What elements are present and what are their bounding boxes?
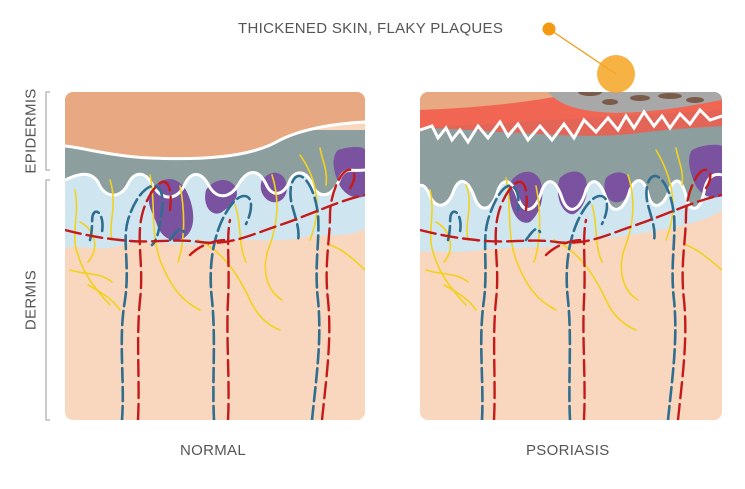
dermis-label: DERMIS <box>22 269 40 331</box>
blood-vessels-venous <box>446 174 677 420</box>
callout-label: THICKENED SKIN, FLAKY PLAQUES <box>238 20 504 37</box>
blood-vessels-venous <box>88 174 321 420</box>
flaky-plaque <box>548 92 722 113</box>
plaque-highlight <box>597 55 635 93</box>
psoriasis-skin-panel <box>420 92 722 420</box>
melanocyte <box>333 147 365 198</box>
nerve-fibers <box>69 147 365 331</box>
normal-caption: NORMAL <box>180 442 246 459</box>
dermis-bracket <box>45 179 50 421</box>
plaque-flakes <box>578 92 704 105</box>
melanocyte <box>689 144 722 198</box>
stratum-corneum <box>65 92 365 159</box>
callout-dot <box>542 22 556 36</box>
blood-vessels-arterial <box>420 168 722 420</box>
normal-skin-panel <box>65 92 365 420</box>
blood-vessels-arterial <box>65 168 365 420</box>
melanocyte <box>260 172 287 203</box>
epidermis-bracket <box>45 91 50 171</box>
psoriasis-caption: PSORIASIS <box>526 442 610 459</box>
layer-brackets <box>45 91 50 421</box>
nerve-fibers <box>425 147 722 331</box>
epidermis-label: EPIDERMIS <box>22 88 40 174</box>
melanocyte <box>604 172 631 203</box>
